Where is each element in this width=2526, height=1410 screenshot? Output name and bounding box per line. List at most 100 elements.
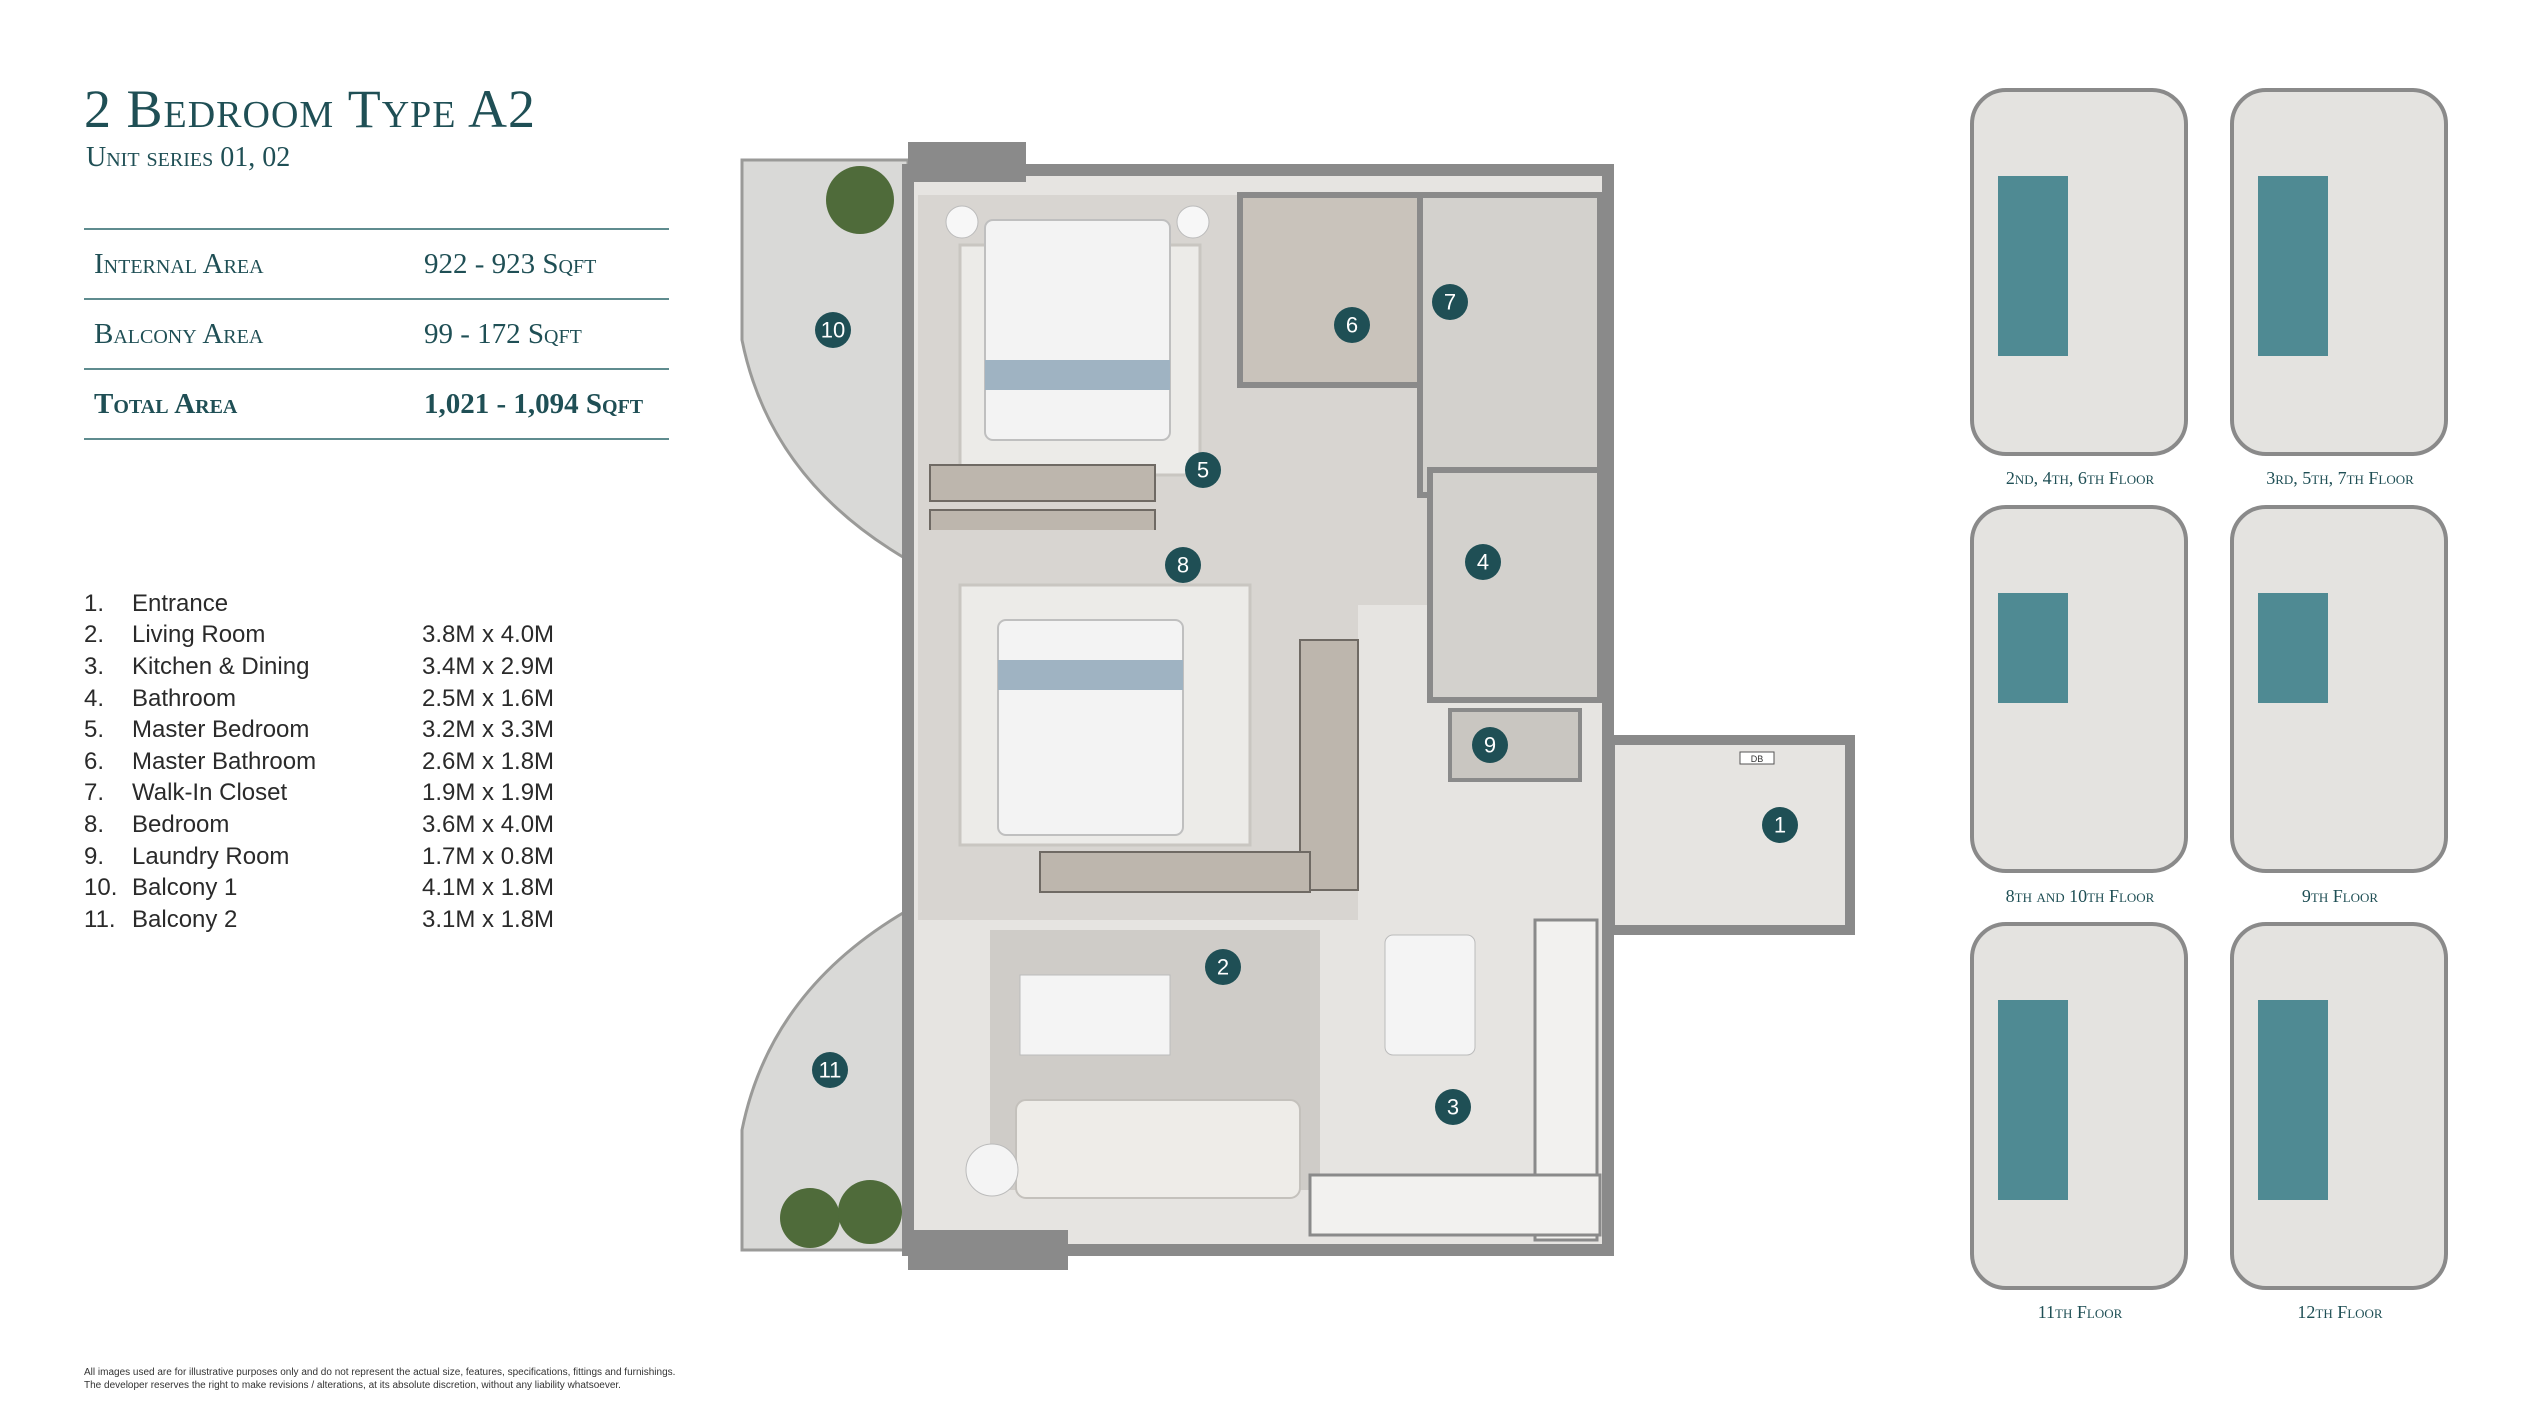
top-wall-block bbox=[908, 142, 1026, 182]
room-name: Bedroom bbox=[132, 810, 230, 838]
area-label: Balcony Area bbox=[94, 317, 264, 350]
room-number: 3. bbox=[84, 652, 105, 680]
room-item: 6. Master Bathroom 2.6M x 1.8M bbox=[84, 746, 622, 778]
tag-9: 9 bbox=[1472, 727, 1508, 763]
room-number: 6. bbox=[84, 747, 105, 775]
bed-pillow-band bbox=[998, 660, 1183, 690]
dining-table bbox=[1384, 934, 1476, 1056]
tag-number: 4 bbox=[1477, 550, 1489, 575]
room-dimension: 1.9M x 1.9M bbox=[422, 779, 555, 807]
room-number: 11. bbox=[84, 905, 116, 933]
tag-number: 5 bbox=[1197, 458, 1209, 483]
bed bbox=[984, 219, 1171, 441]
room-dimension: 3.2M x 3.3M bbox=[422, 716, 555, 744]
tag-number: 3 bbox=[1447, 1095, 1459, 1120]
room-number: 7. bbox=[84, 779, 105, 807]
room-name: Balcony 2 bbox=[132, 905, 238, 933]
bed bbox=[997, 619, 1184, 836]
plant bbox=[780, 1188, 840, 1248]
room-name: Laundry Room bbox=[132, 842, 290, 870]
disclaimer-line: The developer reserves the right to make… bbox=[84, 1380, 621, 1391]
tag-2: 2 bbox=[1205, 949, 1241, 985]
room-dimension: 3.4M x 2.9M bbox=[422, 652, 555, 680]
room-dimension: 3.1M x 1.8M bbox=[422, 905, 555, 933]
tag-5: 5 bbox=[1185, 452, 1221, 488]
key-plan-label: 2nd, 4th, 6th Floor bbox=[2005, 468, 2155, 488]
page-title: 2 Bedroom Type A2 bbox=[84, 79, 537, 139]
area-value: 99 - 172 Sqft bbox=[424, 317, 582, 350]
key-plan-label: 12th Floor bbox=[2297, 1302, 2383, 1322]
laundry-room bbox=[1448, 708, 1582, 782]
area-label: Total Area bbox=[94, 387, 238, 420]
room-name: Master Bedroom bbox=[132, 716, 310, 744]
side-table bbox=[965, 1143, 1019, 1197]
room-dimension: 2.6M x 1.8M bbox=[422, 747, 555, 775]
room-item: 7. Walk-In Closet 1.9M x 1.9M bbox=[84, 778, 622, 810]
balcony-area-row: Balcony Area 99 - 172 Sqft bbox=[84, 298, 669, 368]
unit-series: Unit series 01, 02 bbox=[86, 142, 291, 173]
bedside-lamp bbox=[945, 205, 979, 239]
room-name: Kitchen & Dining bbox=[132, 652, 310, 680]
room-number: 2. bbox=[84, 621, 105, 649]
tag-8: 8 bbox=[1165, 547, 1201, 583]
bottom-wall-block bbox=[908, 1230, 1068, 1270]
plant bbox=[826, 166, 894, 234]
key-plan-thumbnail bbox=[1970, 505, 2188, 873]
room-dimension: 4.1M x 1.8M bbox=[422, 874, 555, 902]
sofa bbox=[1015, 1099, 1301, 1199]
tag-1: 1 bbox=[1762, 807, 1798, 843]
key-plan-thumbnail bbox=[2230, 922, 2448, 1290]
room-item: 3. Kitchen & Dining 3.4M x 2.9M bbox=[84, 651, 622, 683]
key-plan-label: 11th Floor bbox=[2037, 1302, 2123, 1322]
tag-3: 3 bbox=[1435, 1089, 1471, 1125]
internal-area-row: Internal Area 922 - 923 Sqft bbox=[84, 228, 669, 298]
wardrobe bbox=[1299, 639, 1359, 891]
room-dimension: 1.7M x 0.8M bbox=[422, 842, 555, 870]
tag-number: 9 bbox=[1484, 733, 1496, 758]
room-name: Balcony 1 bbox=[132, 874, 238, 902]
key-plan-label: 8th and 10th Floor bbox=[2005, 886, 2155, 906]
room-name: Living Room bbox=[132, 621, 266, 649]
room-item: 10. Balcony 1 4.1M x 1.8M bbox=[84, 872, 622, 904]
room-number: 5. bbox=[84, 716, 105, 744]
room-dimension: 3.8M x 4.0M bbox=[422, 621, 555, 649]
tag-4: 4 bbox=[1465, 544, 1501, 580]
room-item: 9. Laundry Room 1.7M x 0.8M bbox=[84, 841, 622, 873]
key-plan-label: 3rd, 5th, 7th Floor bbox=[2266, 468, 2414, 488]
tag-number: 7 bbox=[1444, 290, 1456, 315]
room-name: Master Bathroom bbox=[132, 747, 317, 775]
area-table: Internal Area 922 - 923 Sqft Balcony Are… bbox=[84, 228, 669, 440]
room-item: 5. Master Bedroom 3.2M x 3.3M bbox=[84, 714, 622, 746]
area-value: 1,021 - 1,094 Sqft bbox=[424, 387, 644, 420]
tag-10: 10 bbox=[815, 312, 851, 348]
room-number: 1. bbox=[84, 589, 105, 617]
tag-number: 6 bbox=[1346, 313, 1358, 338]
tag-number: 11 bbox=[819, 1058, 842, 1083]
tag-number: 8 bbox=[1177, 553, 1189, 578]
total-area-row: Total Area 1,021 - 1,094 Sqft bbox=[84, 368, 669, 440]
room-number: 10. bbox=[84, 874, 118, 902]
room-name: Bathroom bbox=[132, 684, 237, 712]
key-plan-thumbnail bbox=[1970, 88, 2188, 456]
room-name: Walk-In Closet bbox=[132, 779, 288, 807]
tag-7: 7 bbox=[1432, 284, 1468, 320]
bathroom bbox=[1427, 467, 1603, 703]
room-item: 2. Living Room 3.8M x 4.0M bbox=[84, 620, 622, 652]
plant bbox=[838, 1180, 902, 1244]
master-bathroom bbox=[1237, 192, 1423, 388]
disclaimer-line: All images used are for illustrative pur… bbox=[84, 1367, 676, 1378]
room-number: 8. bbox=[84, 810, 105, 838]
key-plan-thumbnail bbox=[1970, 922, 2188, 1290]
area-value: 922 - 923 Sqft bbox=[424, 247, 597, 280]
bed-blanket bbox=[985, 360, 1170, 390]
db-label: DB bbox=[1751, 754, 1764, 764]
walk-in-closet bbox=[1417, 192, 1603, 498]
key-plan-thumbnail bbox=[2230, 505, 2448, 873]
room-dimension: 2.5M x 1.6M bbox=[422, 684, 555, 712]
room-item: 11. Balcony 2 3.1M x 1.8M bbox=[84, 904, 622, 936]
tag-number: 1 bbox=[1774, 813, 1786, 838]
room-number: 9. bbox=[84, 842, 105, 870]
floor-plan: DB 1 2 3 4 5 6 7 8 9 10 11 bbox=[740, 142, 1855, 1270]
